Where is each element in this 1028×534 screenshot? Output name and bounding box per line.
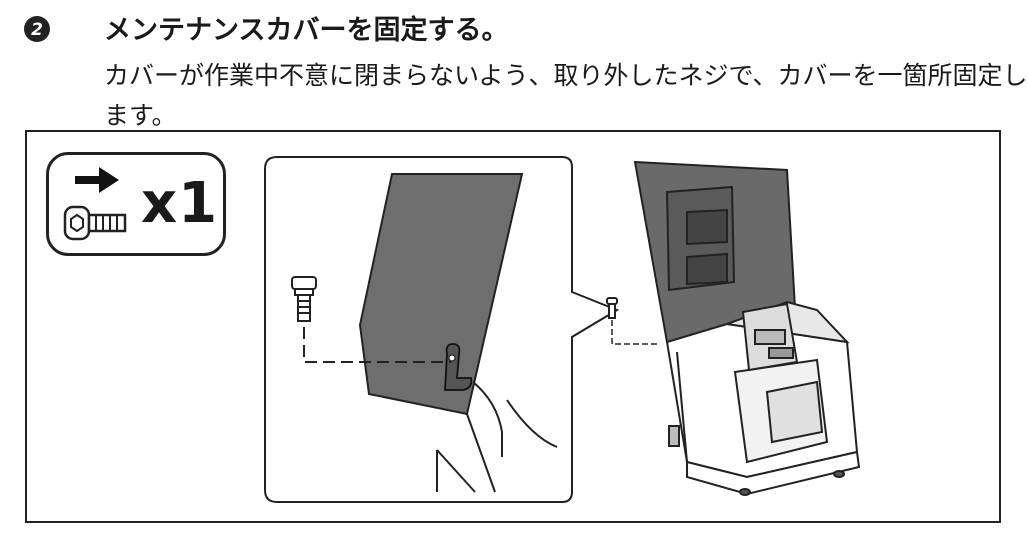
step-description: カバーが作業中不意に閉まらないよう、取り外したネジで、カバーを一箇所固定します。: [104, 61, 1028, 130]
screw-detail: [291, 276, 317, 322]
machine-illustration: [606, 160, 861, 496]
quantity-label: x1: [141, 171, 219, 236]
illustration-frame: x1: [25, 130, 1001, 523]
step-number: 2: [31, 20, 43, 40]
step-title: メンテナンスカバーを固定する。: [104, 15, 509, 46]
parts-callout: x1: [46, 152, 226, 256]
screw-icon: [63, 205, 127, 241]
arrow-right-icon: [75, 167, 119, 193]
detail-zoom-panel: [264, 156, 861, 503]
step-number-badge: 2: [24, 16, 50, 42]
cover-panel-detail: [358, 173, 524, 416]
